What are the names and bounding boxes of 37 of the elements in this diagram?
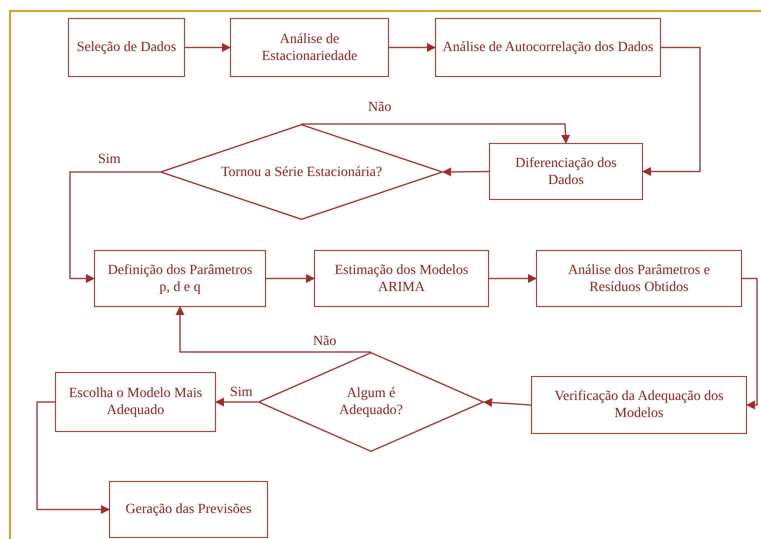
arrow [742,278,758,410]
process-box [94,250,266,307]
arrow [483,398,532,407]
node-label: Diferenciação dos Dados [514,154,618,188]
process-box [536,250,742,307]
arrow [185,43,231,52]
decision-diamond [258,352,484,452]
node-label: Seleção de Dados [76,39,178,56]
node-label: Análise de Autocorrelação dos Dados [442,39,654,56]
arrow [266,274,315,283]
arrow [176,306,371,353]
arrow [389,43,436,52]
process-box [531,376,747,434]
process-box [489,143,643,200]
process-box [109,481,268,538]
arrow [489,274,537,283]
node-label: Estimação dos Modelos ARIMA [334,262,470,296]
node-label: Análise de Estacionariedade [260,30,358,64]
node-label: Tornou a Série Estacionária? [220,164,384,180]
arrow [442,167,489,176]
process-box [230,18,389,77]
node-label: Definição dos Parâmetros p, d e q [106,262,254,296]
process-box [314,250,489,307]
arrow [36,401,110,514]
node-label: Escolha o Modelo Mais Adequado [68,385,204,419]
decision-diamond [160,124,443,220]
process-box [435,18,661,77]
arrow [215,398,258,406]
process-box [68,18,185,77]
node-label: Análise dos Parâmetros e Resíduos Obtidos [567,262,711,296]
arrow [302,123,570,144]
process-box [55,372,216,432]
node-label: Geração das Previsões [124,501,252,518]
arrow [642,46,701,176]
node-label: Verificação da Adequação dos Modelos [553,388,725,422]
node-label: Algum é Adequado? [338,385,404,419]
arrow [69,171,160,283]
